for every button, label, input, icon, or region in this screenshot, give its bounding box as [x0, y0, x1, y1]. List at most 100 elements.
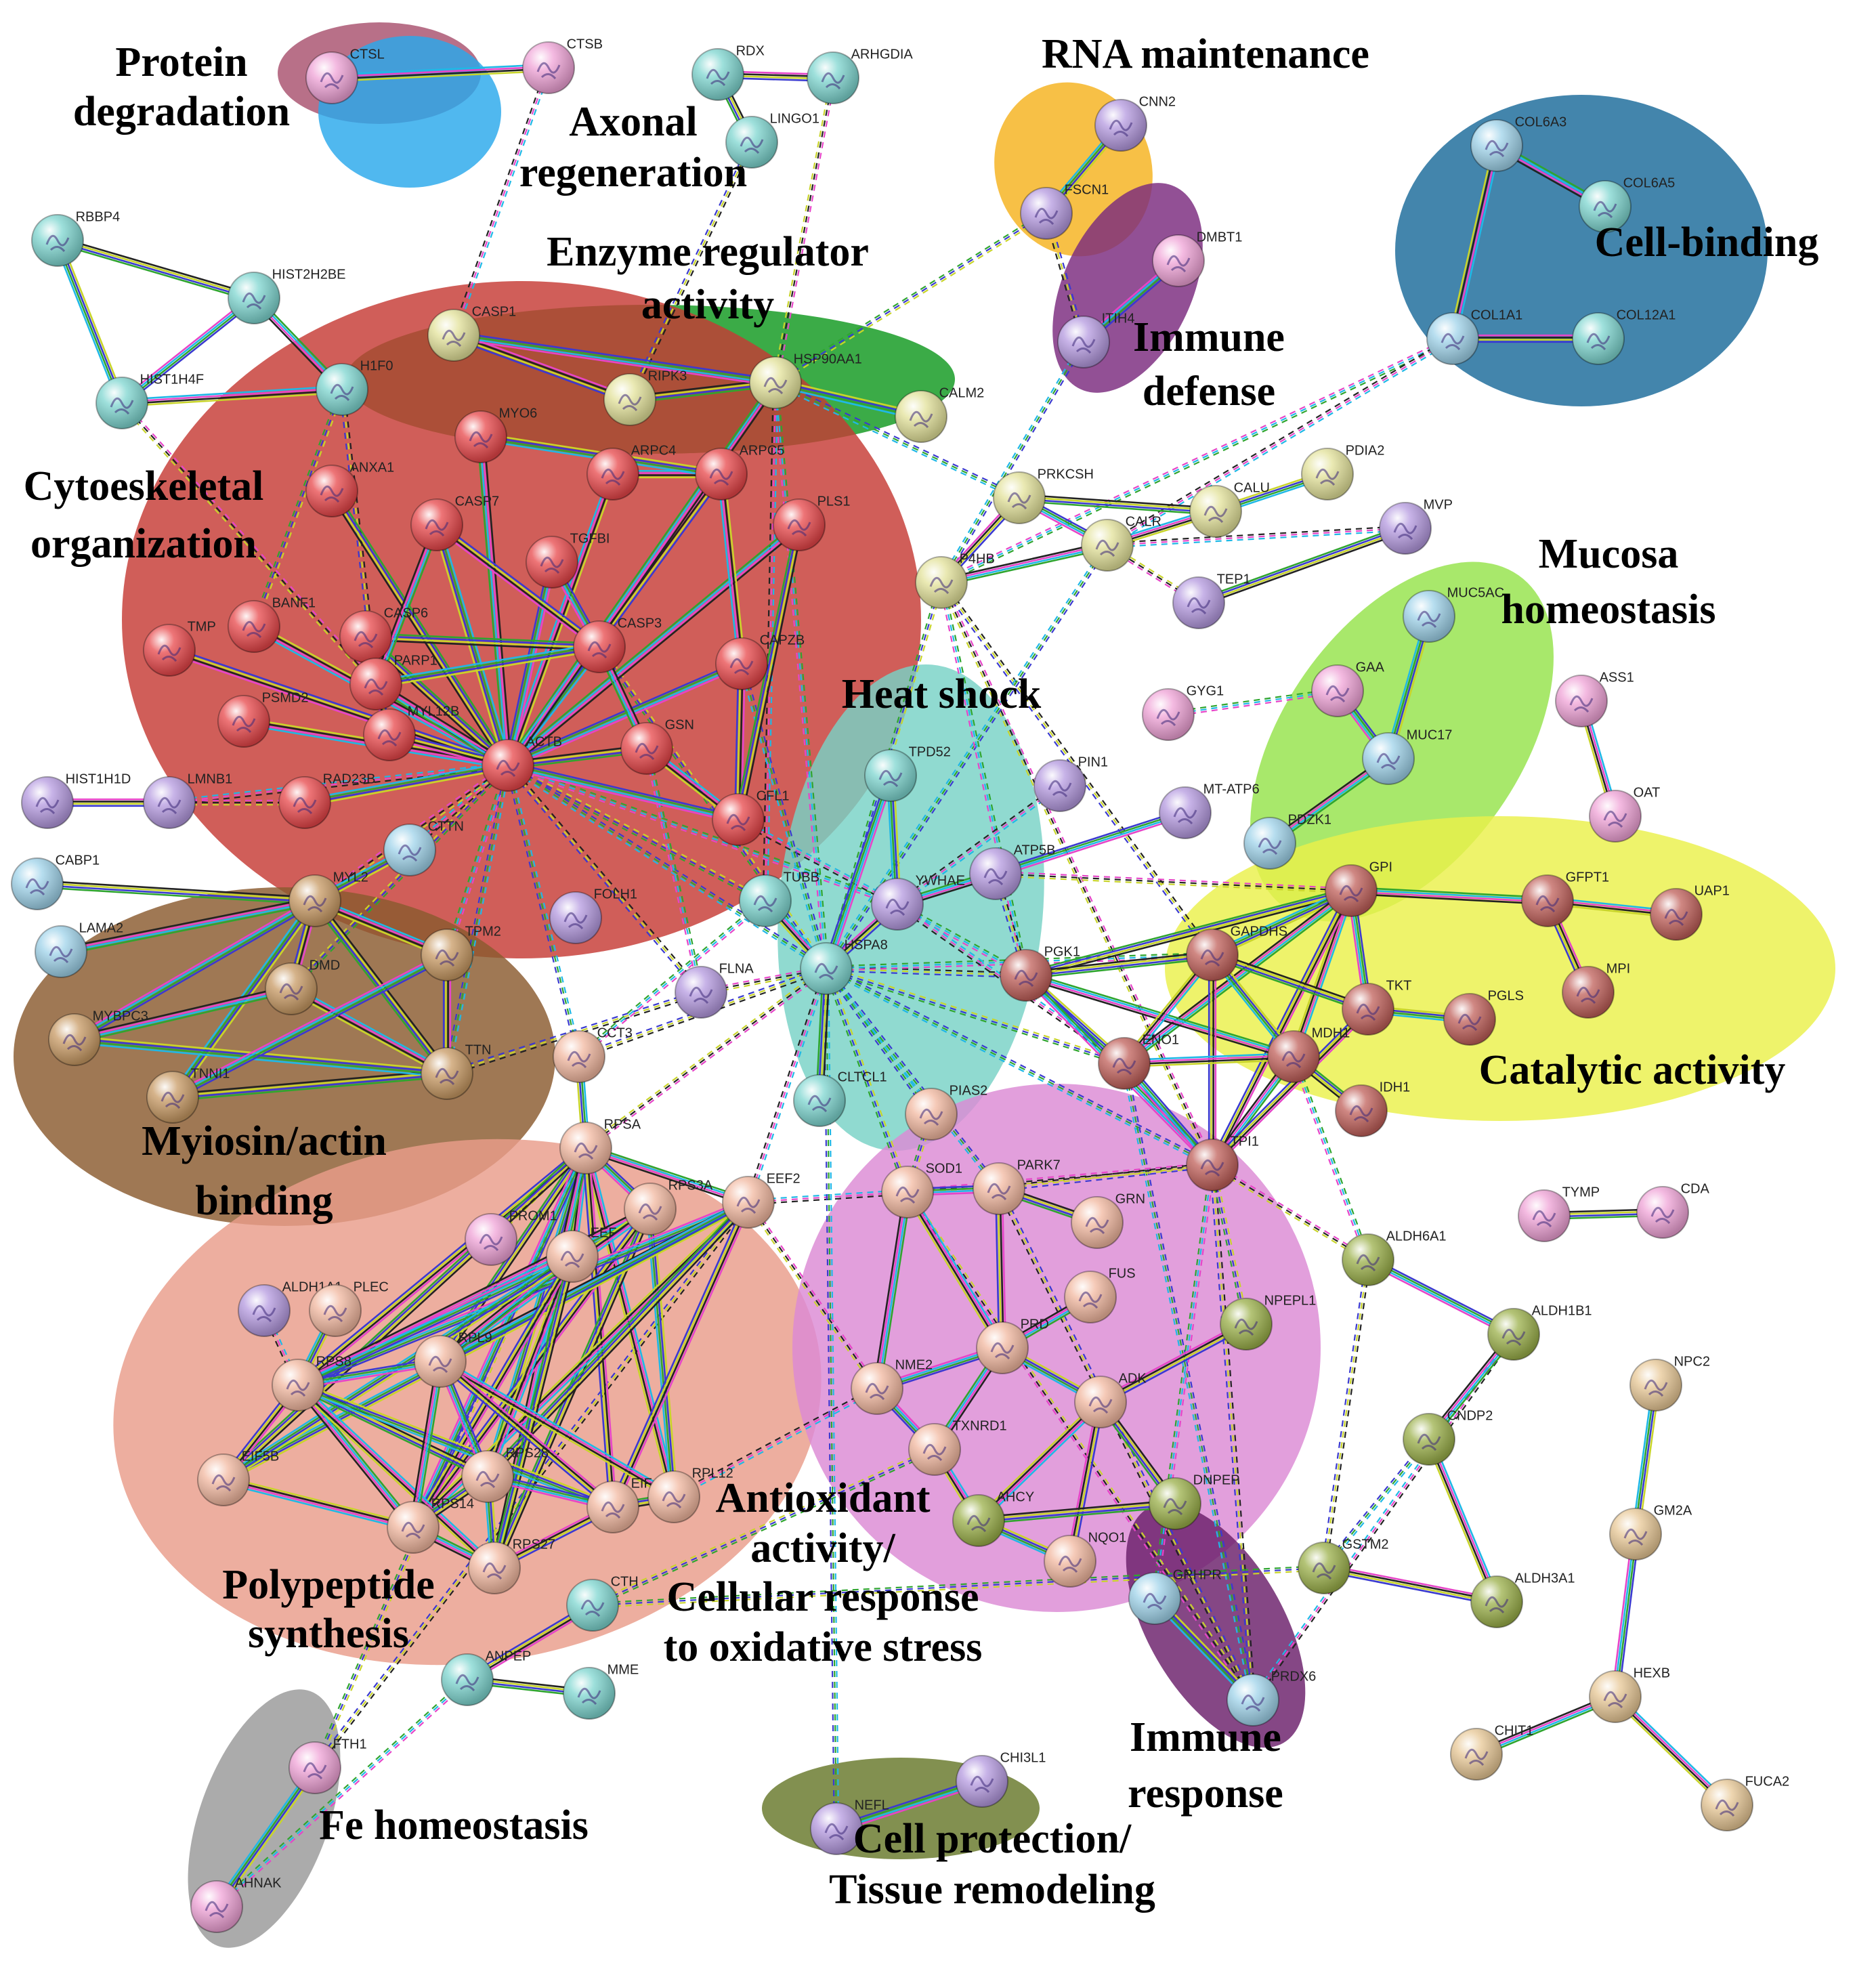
node-gsn[interactable]: GSN: [620, 718, 694, 775]
node-myl12b[interactable]: MYL12B: [363, 704, 459, 761]
node-mvp[interactable]: MVP: [1379, 498, 1453, 555]
node-chi3l1[interactable]: CHI3L1: [956, 1751, 1046, 1808]
node-cltcl1[interactable]: CLTCL1: [793, 1070, 887, 1127]
node-hexb[interactable]: HEXB: [1589, 1666, 1670, 1723]
node-lingo1[interactable]: LINGO1: [725, 112, 819, 169]
node-gfpt1[interactable]: GFPT1: [1521, 870, 1609, 927]
node-fuca2[interactable]: FUCA2: [1701, 1775, 1789, 1831]
node-lmnb1[interactable]: LMNB1: [143, 772, 232, 829]
node-tpm2[interactable]: TPM2: [421, 925, 501, 981]
node-hsp90aa1[interactable]: HSP90AA1: [749, 352, 862, 409]
node-flna[interactable]: FLNA: [675, 962, 754, 1019]
node-atp5b[interactable]: ATP5B: [969, 843, 1055, 900]
node-mdh1[interactable]: MDH1: [1267, 1026, 1350, 1083]
node-cnn2[interactable]: CNN2: [1094, 95, 1176, 152]
node-oat[interactable]: OAT: [1589, 786, 1660, 843]
node-casp1[interactable]: CASP1: [427, 305, 516, 362]
node-mt-atp6[interactable]: MT-ATP6: [1159, 782, 1260, 839]
node-banf1[interactable]: BANF1: [228, 596, 316, 653]
node-nqo1[interactable]: NQO1: [1044, 1531, 1126, 1588]
node-rbbp4[interactable]: RBBP4: [31, 210, 120, 267]
node-gyg1[interactable]: GYG1: [1142, 684, 1224, 741]
node-aldh6a1[interactable]: ALDH6A1: [1342, 1229, 1447, 1286]
node-tnni1[interactable]: TNNI1: [146, 1067, 230, 1124]
node-fth1[interactable]: FTH1: [289, 1737, 367, 1794]
node-gstm2[interactable]: GSTM2: [1298, 1538, 1389, 1594]
node-rad23b[interactable]: RAD23B: [278, 772, 375, 829]
node-tymp[interactable]: TYMP: [1518, 1185, 1600, 1242]
node-rps8[interactable]: RPS8: [272, 1355, 351, 1412]
node-arhgdia[interactable]: ARHGDIA: [807, 47, 913, 104]
node-fus[interactable]: FUS: [1064, 1267, 1136, 1323]
node-anxa1[interactable]: ANXA1: [305, 461, 394, 517]
node-tgfbi[interactable]: TGFBI: [526, 532, 610, 589]
node-mybpc3[interactable]: MYBPC3: [48, 1009, 148, 1066]
node-prom1[interactable]: PROM1: [465, 1209, 557, 1266]
node-muc5ac[interactable]: MUC5AC: [1403, 586, 1504, 643]
node-nme2[interactable]: NME2: [851, 1358, 933, 1415]
node-npepl1[interactable]: NPEPL1: [1220, 1294, 1316, 1351]
node-nefl[interactable]: NEFL: [810, 1798, 889, 1855]
node-rps3a[interactable]: RPS3A: [624, 1179, 713, 1235]
node-col12a1[interactable]: COL12A1: [1572, 308, 1676, 365]
node-actb[interactable]: ACTB: [482, 735, 562, 792]
node-rps27[interactable]: RPS27: [468, 1538, 555, 1594]
node-aldh1b1[interactable]: ALDH1B1: [1487, 1304, 1592, 1361]
node-eif5b[interactable]: EIF5B: [197, 1449, 279, 1506]
node-pgls[interactable]: PGLS: [1443, 989, 1524, 1046]
node-tubb[interactable]: TUBB: [739, 870, 819, 927]
node-prd[interactable]: PRD: [976, 1317, 1049, 1374]
node-eno1[interactable]: ENO1: [1098, 1033, 1179, 1090]
node-mpi[interactable]: MPI: [1562, 962, 1630, 1019]
node-plec[interactable]: PLEC: [309, 1280, 389, 1337]
node-eef[interactable]: EEF: [546, 1226, 617, 1283]
node-hist1h1d[interactable]: HIST1H1D: [21, 772, 131, 829]
node-myo6[interactable]: MYO6: [454, 406, 537, 463]
node-ass1[interactable]: ASS1: [1555, 671, 1634, 727]
node-calm2[interactable]: CALM2: [895, 386, 984, 443]
node-col6a5[interactable]: COL6A5: [1579, 176, 1675, 233]
node-pias2[interactable]: PIAS2: [905, 1084, 987, 1141]
node-arpc4[interactable]: ARPC4: [587, 444, 676, 501]
node-psmd2[interactable]: PSMD2: [217, 691, 309, 748]
node-prdx6[interactable]: PRDX6: [1227, 1670, 1316, 1726]
node-cabp1[interactable]: CABP1: [11, 853, 100, 910]
node-arpc5[interactable]: ARPC5: [695, 444, 784, 501]
node-pdia2[interactable]: PDIA2: [1301, 444, 1384, 501]
node-idh1[interactable]: IDH1: [1335, 1080, 1410, 1137]
node-casp3[interactable]: CASP3: [573, 616, 662, 673]
node-pgk1[interactable]: PGK1: [1000, 945, 1080, 1002]
node-rpsa[interactable]: RPSA: [559, 1118, 641, 1174]
node-rps28[interactable]: RPS28: [461, 1446, 549, 1503]
node-tpd52[interactable]: TPD52: [864, 745, 951, 802]
node-rdx[interactable]: RDX: [691, 44, 765, 101]
node-eif[interactable]: EIF: [587, 1477, 652, 1533]
node-tkt[interactable]: TKT: [1342, 979, 1411, 1036]
node-aldh3a1[interactable]: ALDH3A1: [1470, 1571, 1575, 1628]
node-casp7[interactable]: CASP7: [410, 494, 499, 551]
node-hist2h2be[interactable]: HIST2H2BE: [228, 268, 346, 324]
node-dmbt1[interactable]: DMBT1: [1152, 230, 1242, 287]
node-h1f0[interactable]: H1F0: [316, 359, 393, 416]
node-cndp2[interactable]: CNDP2: [1403, 1409, 1493, 1466]
node-gpi[interactable]: GPI: [1325, 860, 1392, 917]
node-ahnak[interactable]: AHNAK: [190, 1876, 282, 1933]
node-uap1[interactable]: UAP1: [1650, 884, 1730, 941]
node-tpi1[interactable]: TPI1: [1186, 1135, 1259, 1191]
node-calr[interactable]: CALR: [1081, 515, 1161, 572]
node-park7[interactable]: PARK7: [973, 1158, 1061, 1215]
node-itih4[interactable]: ITIH4: [1057, 312, 1135, 368]
node-casp6[interactable]: CASP6: [339, 606, 428, 663]
node-cfl1[interactable]: CFL1: [712, 789, 790, 846]
node-mme[interactable]: MME: [563, 1663, 639, 1720]
node-adk[interactable]: ADK: [1074, 1372, 1147, 1428]
node-gaa[interactable]: GAA: [1311, 660, 1384, 717]
node-sod1[interactable]: SOD1: [881, 1162, 962, 1218]
node-dmd[interactable]: DMD: [265, 958, 340, 1015]
node-fscn1[interactable]: FSCN1: [1020, 183, 1109, 240]
node-col1a1[interactable]: COL1A1: [1426, 308, 1522, 365]
node-ahcy[interactable]: AHCY: [952, 1490, 1034, 1547]
node-p4hb[interactable]: P4HB: [915, 552, 995, 609]
node-aldh1a1[interactable]: ALDH1A1: [238, 1280, 343, 1337]
node-parp1[interactable]: PARP1: [349, 654, 438, 711]
